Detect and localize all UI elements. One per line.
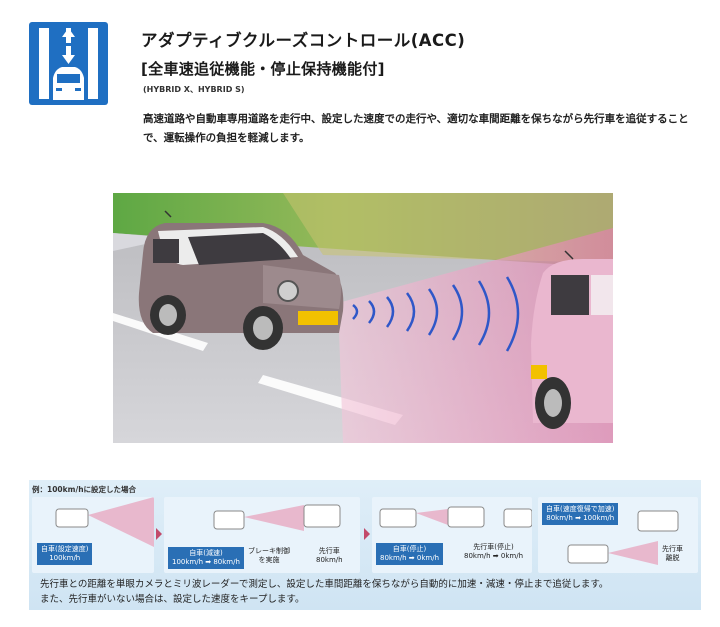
acc-scene-illustration bbox=[113, 193, 613, 443]
lead-car-label: 先行車(停止) 80km/h ➡ 0km/h bbox=[464, 543, 524, 560]
feature-description: 高速道路や自動車専用道路を走行中、設定した速度での走行や、適切な車間距離を保ちな… bbox=[143, 113, 689, 144]
diagram-panel-stop: 自車(停止) 80km/h ➡ 0km/h 先行車(停止) 80km/h ➡ 0… bbox=[372, 497, 532, 573]
diagram-panel-decelerate: 自車(減速) 100km/h ➡ 80km/h ブレーキ制御 を実施 先行車 8… bbox=[164, 497, 360, 573]
diagram-panel-resume: 自車(速度復帰で加速) 80km/h ➡ 100km/h 先行車 離脱 bbox=[538, 497, 698, 573]
page-subtitle: [全車速追従機能・停止保持機能付] bbox=[141, 60, 385, 78]
step-arrow bbox=[156, 528, 162, 540]
diagram-note: 先行車との距離を単眼カメラとミリ波レーダーで測定し、設定した車間距離を保ちながら… bbox=[40, 579, 609, 605]
lead-car-label: 先行車 80km/h bbox=[316, 547, 343, 564]
model-note: (HYBRID X、HYBRID S) bbox=[143, 85, 245, 94]
brake-control-label: ブレーキ制御 を実施 bbox=[248, 547, 290, 564]
own-car-label: 自車(速度復帰で加速) 80km/h ➡ 100km/h bbox=[542, 503, 619, 525]
acc-feature-icon bbox=[29, 22, 108, 105]
example-label: 例：100km/hに設定した場合 bbox=[32, 485, 137, 494]
diagram-panel-set-speed: 自車(設定速度) 100km/h bbox=[32, 497, 154, 573]
own-car-label: 自車(設定速度) 100km/h bbox=[37, 543, 93, 565]
own-car-label: 自車(停止) 80km/h ➡ 0km/h bbox=[376, 543, 444, 565]
page-title: アダプティブクルーズコントロール(ACC) bbox=[141, 31, 466, 50]
step-arrow bbox=[364, 528, 370, 540]
own-car-label: 自車(減速) 100km/h ➡ 80km/h bbox=[168, 547, 244, 569]
lead-car-label: 先行車 離脱 bbox=[662, 545, 683, 562]
